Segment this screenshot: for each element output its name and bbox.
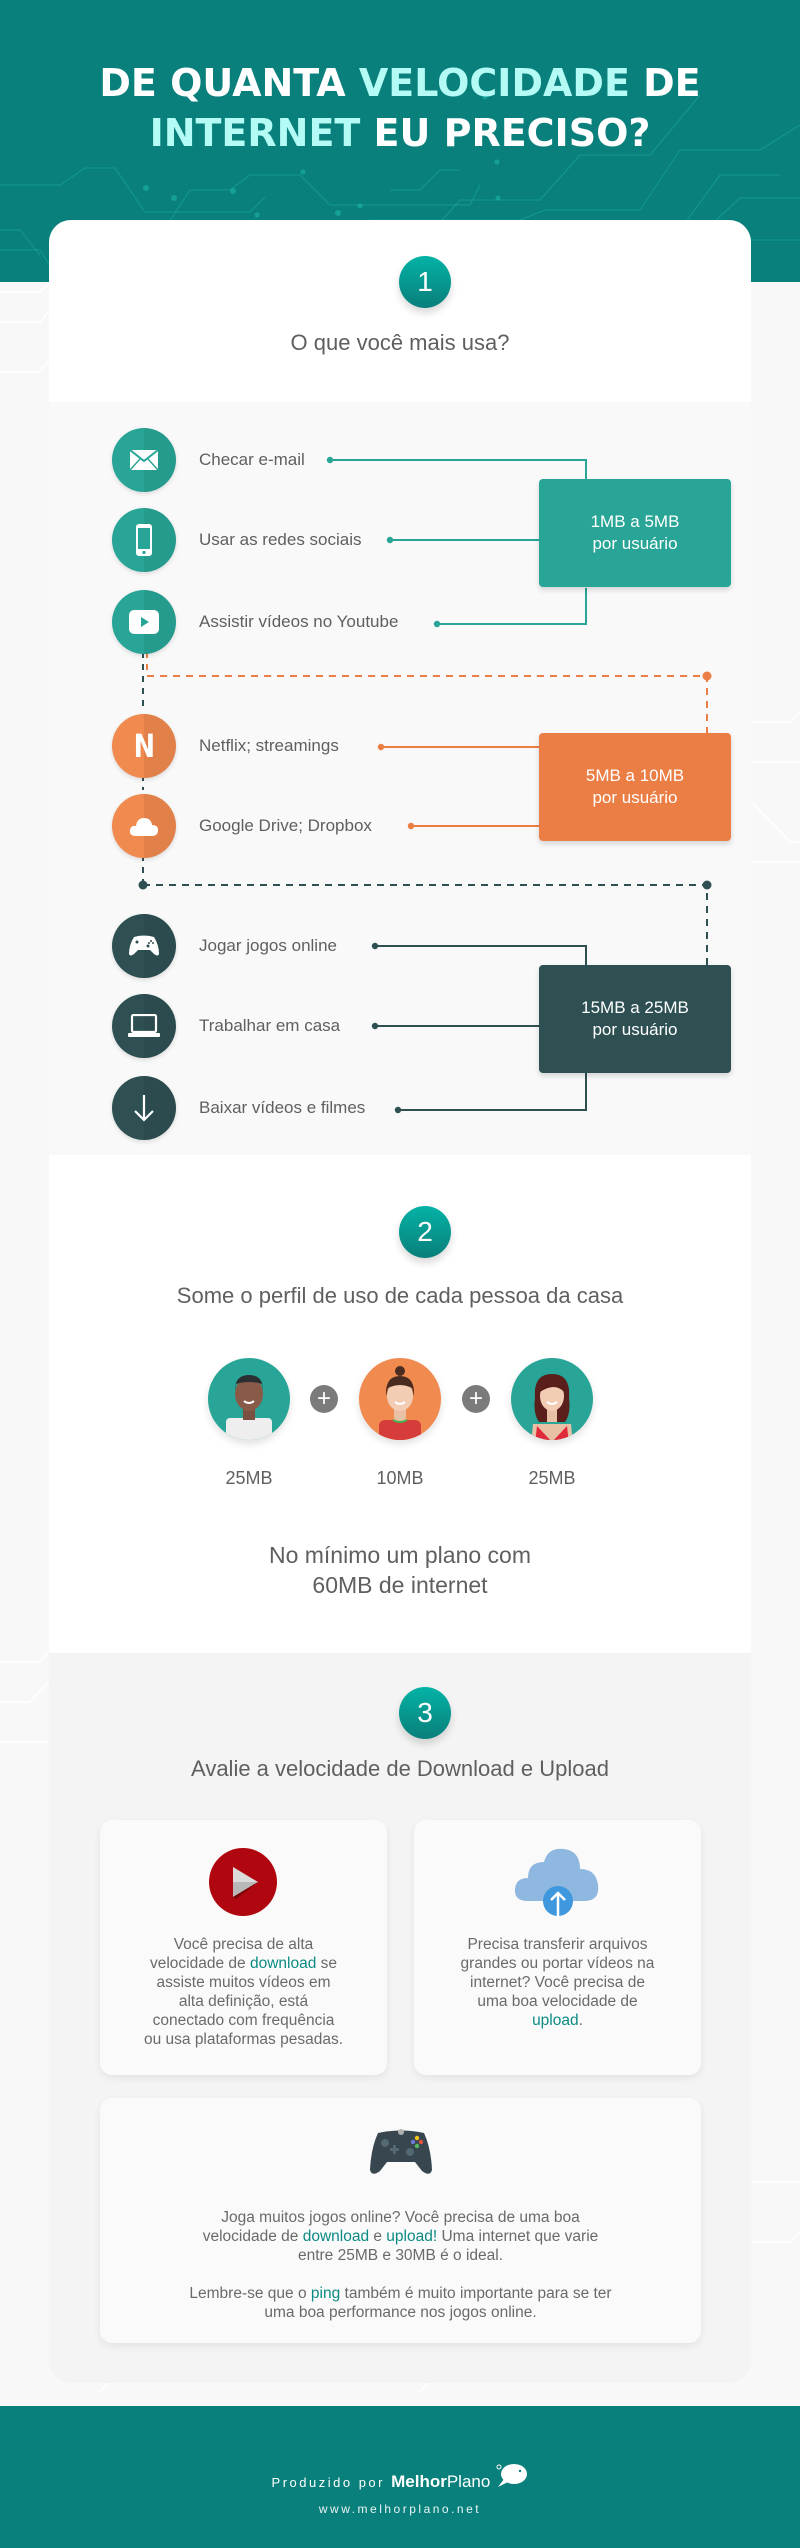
- download-info-text: Você precisa de alta velocidade de downl…: [143, 1936, 344, 2048]
- cloud-icon: [112, 794, 176, 858]
- usage-label: Checar e-mail: [199, 450, 305, 469]
- upload-link[interactable]: upload!: [386, 2228, 438, 2245]
- step-3-badge: 3: [399, 1687, 451, 1739]
- usage-label: Baixar vídeos e filmes: [199, 1098, 366, 1117]
- step-1-badge: 1: [399, 256, 451, 308]
- usage-label: Usar as redes sociais: [199, 530, 362, 549]
- website-link[interactable]: www.melhorplano.net: [318, 2502, 482, 2516]
- person-usage-value: 10MB: [376, 1468, 424, 1488]
- step-2-badge: 2: [399, 1206, 451, 1258]
- download-arrow-icon: [112, 1076, 176, 1140]
- usage-label: Netflix; streamings: [199, 736, 339, 755]
- usage-label: Assistir vídeos no Youtube: [199, 612, 399, 631]
- envelope-icon: [112, 428, 176, 492]
- step-3-title: Avalie a velocidade de Download e Upload: [191, 1756, 609, 1781]
- plus-icon: +: [462, 1385, 490, 1413]
- gaming-info-text: Joga muitos jogos online? Você precisa d…: [189, 2209, 612, 2321]
- woman-long-hair-avatar: [511, 1358, 593, 1440]
- download-info-card: Você precisa de alta velocidade de downl…: [100, 1820, 387, 2075]
- step-1-title: O que você mais usa?: [290, 330, 510, 355]
- person-1: 25MB: [207, 1358, 291, 1489]
- ping-link[interactable]: ping: [310, 2285, 341, 2302]
- gamepad-icon: [112, 914, 176, 978]
- upload-info-text: Precisa transferir arquivos grandes ou p…: [460, 1936, 655, 2029]
- netflix-n-icon: N: [112, 714, 176, 778]
- person-usage-value: 25MB: [225, 1468, 273, 1488]
- gaming-info-card: Joga muitos jogos online? Você precisa d…: [100, 2098, 701, 2343]
- man-avatar: [208, 1358, 290, 1440]
- game-controller-icon: [370, 2129, 432, 2174]
- usage-label: Google Drive; Dropbox: [199, 816, 372, 835]
- laptop-icon: [112, 994, 176, 1058]
- person-3: 25MB: [510, 1358, 594, 1489]
- download-link[interactable]: download: [249, 1955, 317, 1972]
- upload-link[interactable]: upload: [532, 2012, 579, 2029]
- youtube-play-icon: [112, 590, 176, 654]
- cloud-upload-icon: [514, 1848, 599, 1916]
- main-card: 1 O que você mais usa?: [49, 220, 751, 2383]
- piggy-bank-icon: [496, 2464, 528, 2487]
- step-2-title: Some o perfil de uso de cada pessoa da c…: [176, 1283, 624, 1308]
- plus-icon: +: [310, 1385, 338, 1413]
- person-2: 10MB: [358, 1358, 442, 1489]
- page-title: DE QUANTA VELOCIDADE DE INTERNET EU PREC…: [99, 61, 701, 155]
- woman-bun-avatar: [359, 1358, 441, 1440]
- smartphone-icon: [112, 508, 176, 572]
- person-usage-value: 25MB: [528, 1468, 576, 1488]
- brand-logo[interactable]: MelhorPlano: [391, 2472, 491, 2491]
- download-link[interactable]: download: [302, 2228, 370, 2245]
- video-play-icon: [209, 1848, 277, 1916]
- usage-label: Trabalhar em casa: [199, 1016, 341, 1035]
- footer: Produzido por MelhorPlano www.melhorplan…: [0, 2406, 800, 2548]
- upload-info-card: Precisa transferir arquivos grandes ou p…: [414, 1820, 701, 2075]
- produced-by: Produzido por MelhorPlano: [0, 2463, 800, 2492]
- usage-label: Jogar jogos online: [199, 936, 337, 955]
- total-plan-recommendation: No mínimo um plano com 60MB de internet: [268, 1542, 532, 1598]
